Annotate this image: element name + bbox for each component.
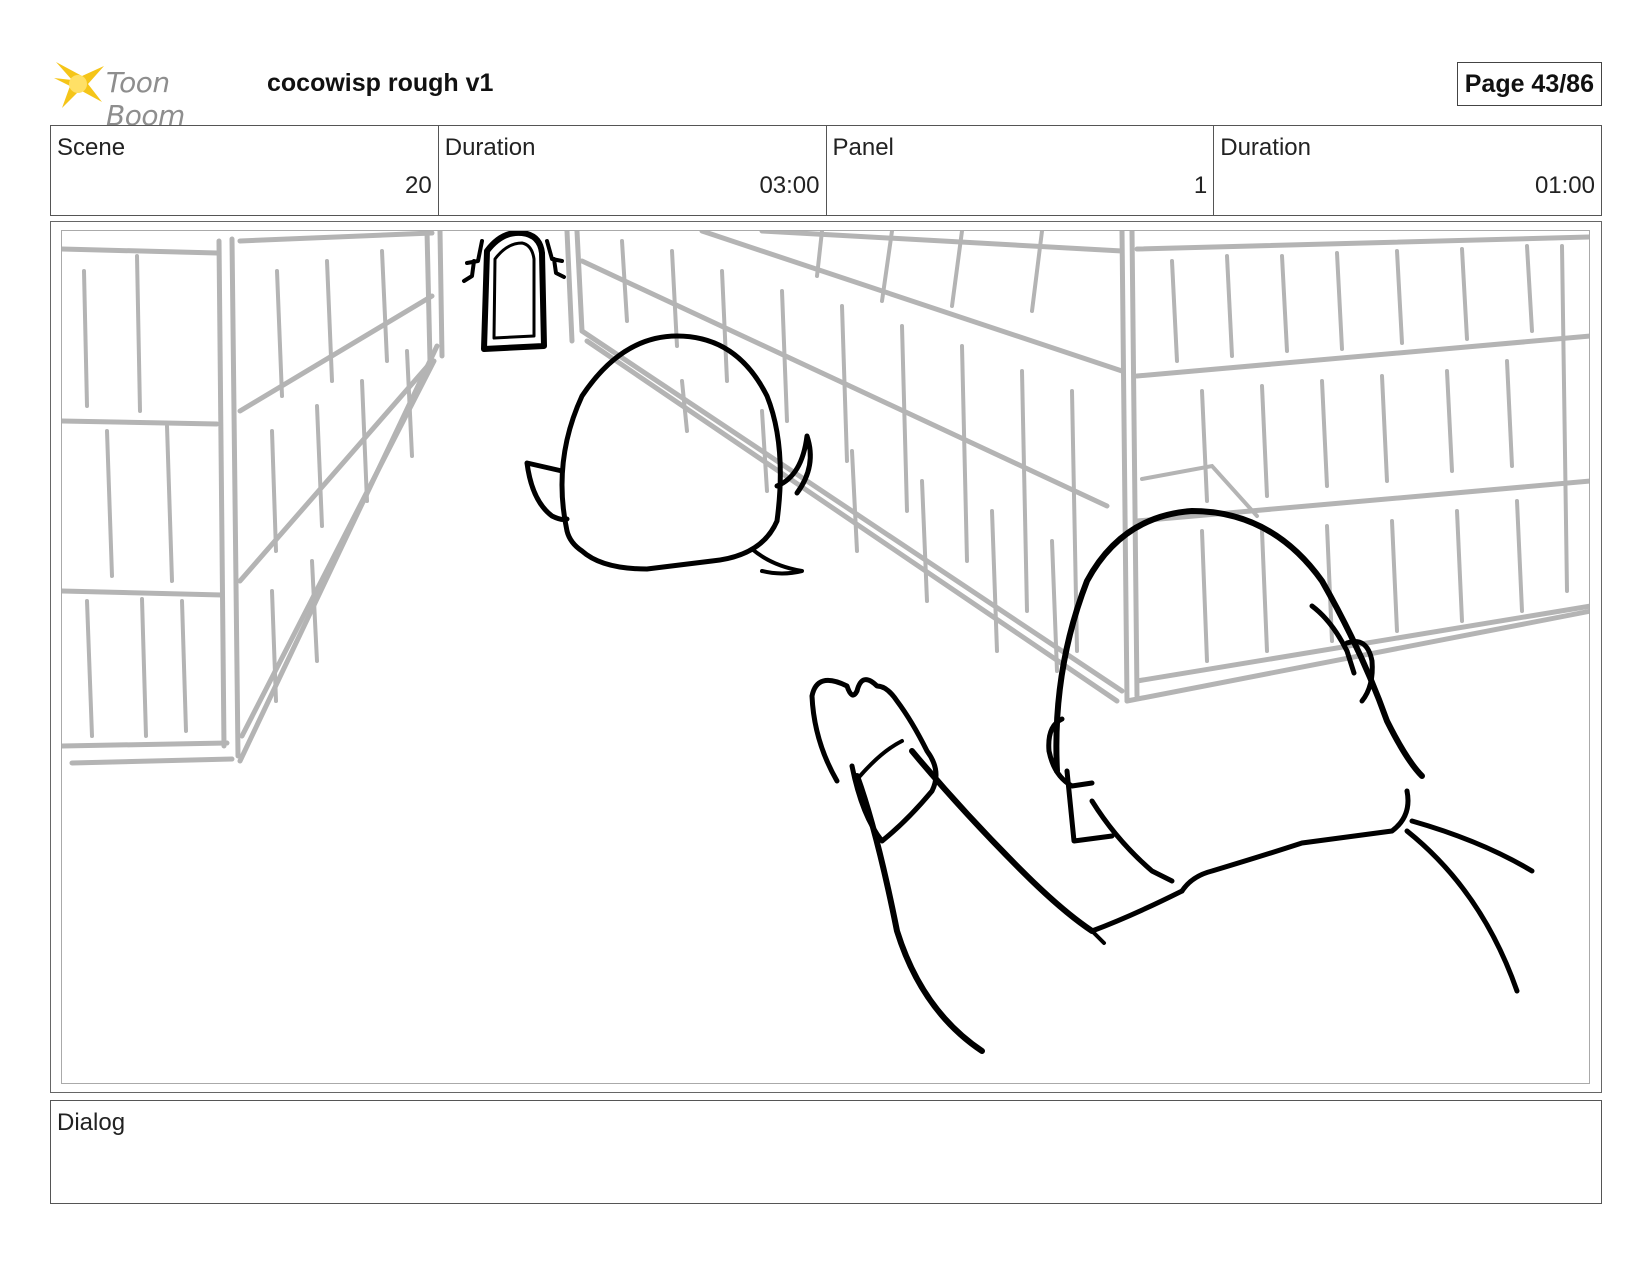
character-sketch (462, 231, 1535, 1054)
document-title: cocowisp rough v1 (267, 69, 494, 97)
page-number: Page 43/86 (1456, 62, 1602, 106)
panel-cell: Panel 1 (827, 126, 1215, 215)
panel-duration-cell: Duration 01:00 (1214, 126, 1601, 215)
scene-duration-value: 03:00 (759, 172, 820, 199)
toon-boom-logo: Toon Boom (52, 56, 252, 132)
panel-info-table: Scene 20 Duration 03:00 Panel 1 Duration… (50, 125, 1602, 216)
scene-cell: Scene 20 (51, 126, 439, 215)
dialog-box: Dialog (50, 1100, 1602, 1204)
scene-value: 20 (405, 172, 432, 199)
storyboard-header: Toon Boom cocowisp rough v1 Page 43/86 (52, 56, 1602, 132)
panel-drawing-area (61, 230, 1590, 1084)
panel-value: 1 (1193, 172, 1208, 199)
brand-name: Toon Boom (106, 66, 185, 132)
scene-duration-label: Duration (444, 134, 536, 161)
burst-star-icon (54, 62, 104, 108)
bookshelves-sketch (62, 231, 1589, 766)
sketch-drawing (62, 231, 1589, 1054)
panel-label: Panel (832, 134, 894, 161)
storyboard-panel (50, 221, 1602, 1093)
dialog-label: Dialog (57, 1109, 126, 1136)
scene-label: Scene (57, 134, 126, 161)
panel-duration-value: 01:00 (1534, 172, 1595, 199)
scene-duration-cell: Duration 03:00 (439, 126, 827, 215)
panel-duration-label: Duration (1220, 134, 1311, 161)
